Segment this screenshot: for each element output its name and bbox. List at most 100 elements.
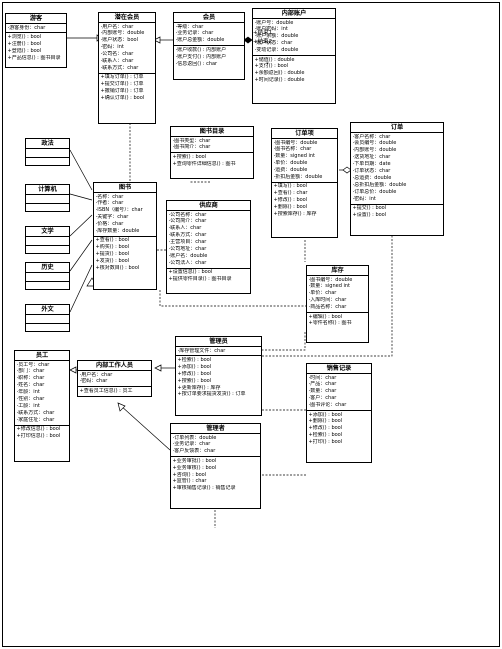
class-title: 政法 <box>26 139 69 149</box>
attribute-section: -用户名：char-内部账号：double-账户状态：bool-密码：int-公… <box>99 23 155 74</box>
method-row: +注册() : bool <box>7 40 42 47</box>
attribute-row: -客户：char <box>308 395 337 402</box>
method-row: +填写订单() : 订单 <box>100 74 144 81</box>
class-title: 内部账户 <box>253 9 335 19</box>
method-row: +撤销订单() : 订单 <box>100 88 144 95</box>
method-section: +查看员工信息() : 员工 <box>78 387 151 395</box>
method-row: +提货() : bool <box>95 251 130 258</box>
attribute-section: -时间：char-产品：char-数量：char-客户：char-图书评论：ch… <box>307 374 371 412</box>
method-section: +添加() : bool+删除() : bool+修改() : bool+检索(… <box>307 411 371 447</box>
method-section: +搜索() : bool+查询零件详细信息() : 图书 <box>171 153 253 168</box>
class-inventory: 库存-图书编号：double-数量：signed int-单价：char-入库时… <box>306 265 369 343</box>
association-arrow-employee <box>69 366 77 374</box>
method-row: +储值() : double <box>254 56 295 63</box>
attribute-row: -库存数量：double <box>95 228 140 235</box>
class-foreign: 外文 <box>25 304 70 332</box>
method-row: +打印信息() : bool <box>16 433 61 440</box>
class-title: 文学 <box>26 227 69 237</box>
attribute-row: -折扣后金额：double <box>273 174 323 181</box>
class-title: 订单项 <box>272 129 337 139</box>
attribute-row: -公司地址：char <box>168 246 207 253</box>
category-link-literature <box>69 214 93 237</box>
attribute-section: -公司名称：char-公司简介：char-联系人：char-联系方式：char-… <box>167 211 250 269</box>
method-row: +搜索() : bool <box>172 153 207 160</box>
attribute-row: -订单总价：double <box>352 188 397 195</box>
generalization-arrow-administrator <box>117 402 126 412</box>
attribute-row: -订单状态：char <box>352 168 391 175</box>
attribute-section: -员工号：char-部门：char-职称：char-姓名：char-年龄：int… <box>15 361 69 426</box>
method-row: +修改信息() : bool <box>16 426 61 433</box>
method-row: -信息返回() : char <box>175 60 218 67</box>
method-section <box>26 324 69 332</box>
method-row: +查看员工信息() : 员工 <box>79 387 133 394</box>
attribute-section: -客户名称：char-会员编号：double-内部账号：double-送货地址：… <box>351 133 443 205</box>
method-row: +零件名称() : 图书 <box>308 320 352 327</box>
category-link-foreign <box>69 264 93 313</box>
class-title: 员工 <box>15 351 69 361</box>
attribute-row: -ISBN（编号）：char <box>95 207 143 214</box>
attribute-row: -图书简介：char <box>172 144 211 151</box>
method-row: +搜索库存() : 库存 <box>273 211 317 218</box>
attribute-row: -送货地址：char <box>352 154 391 161</box>
attribute-row: -公司名称：char <box>168 211 207 218</box>
attribute-row: -联系方式：char <box>16 409 55 416</box>
method-section: +编辑() : bool+零件名称() : 图书 <box>307 313 368 328</box>
class-title: 会员 <box>174 13 244 23</box>
method-row: +删除() : bool <box>308 418 343 425</box>
attribute-section <box>26 237 69 246</box>
method-row: +打印() : bool <box>308 439 343 446</box>
method-section: +设置信息() : bool+提供零件目录() : 图书目录 <box>167 269 250 284</box>
generalization-administrator <box>119 404 171 451</box>
attribute-row: -部门：char <box>16 368 45 375</box>
method-section: +查看() : bool+购买() : bool+提货() : bool+发货(… <box>94 237 156 273</box>
attribute-row: -姓名：char <box>16 382 45 389</box>
method-row: +修改() : bool <box>177 370 212 377</box>
class-member: 会员-等级：char-业务记录：char-账户总金额：double-账户收款()… <box>173 12 245 80</box>
class-title: 历史 <box>26 263 69 273</box>
class-title: 管理者 <box>171 424 260 434</box>
class-title: 游客 <box>6 14 66 24</box>
method-section: +提交() : bool+设置() : bool <box>351 205 443 220</box>
attribute-row: -客户名称：char <box>352 133 391 140</box>
attribute-section: -订单列表：double-业务记录：char-客户反馈表：char <box>171 434 260 458</box>
method-row: +浏览() : bool <box>7 33 42 40</box>
attribute-section: -库存管理文件：char <box>176 347 261 357</box>
attribute-section <box>26 195 69 204</box>
method-row: +核对数目() : bool <box>95 265 140 272</box>
method-row: -账户支付() : 内部账户 <box>175 53 227 60</box>
method-row: +业务审批() : bool <box>172 457 217 464</box>
method-row: +登陆() : bool <box>7 47 42 54</box>
attribute-row: -员工号：char <box>16 361 50 368</box>
attribute-row: -数量：signed int <box>273 153 316 160</box>
attribute-row: -内部账号：double <box>100 30 145 37</box>
class-staff: 内部工作人员-用户名：char-密码：char+查看员工信息() : 员工 <box>77 360 152 397</box>
attribute-row: -关键字：char <box>95 214 129 221</box>
attribute-row: -用户名：char <box>79 371 113 378</box>
attribute-section: -名称：char-作者：char-ISBN（编号）：char-关键字：char-… <box>94 193 156 237</box>
method-row: +支付() : bool <box>254 63 289 70</box>
attribute-row: -主营项目：char <box>168 239 207 246</box>
attribute-row: -职称：char <box>16 375 45 382</box>
class-catalog: 图书目录-图书类型：char-图书简介：char+搜索() : bool+查询零… <box>170 126 254 179</box>
attribute-row: -用户名：char <box>100 23 134 30</box>
method-section <box>26 158 69 166</box>
attribute-section: -图书编号：double-数量：signed int-单价：char-入库时间：… <box>307 276 368 314</box>
attribute-row: -客户反馈表：char <box>172 448 216 455</box>
association-role-1: +结束1 <box>253 30 273 36</box>
class-guest: 游客-游客身份：char+浏览() : bool+注册() : bool+登陆(… <box>5 13 67 68</box>
method-row: +编辑() : bool <box>308 313 343 320</box>
class-title: 内部工作人员 <box>78 361 151 371</box>
attribute-row: -总折扣后金额：double <box>352 181 407 188</box>
method-row: +审核销售记录() : 销售记录 <box>172 485 236 492</box>
class-title: 图书目录 <box>171 127 253 137</box>
attribute-row: -会员编号：double <box>352 140 397 147</box>
method-row: +余额返回() : double <box>254 70 305 77</box>
attribute-row: -联系人：char <box>100 58 134 65</box>
association-role-2: +结束2 <box>253 39 273 45</box>
class-history: 历史 <box>25 262 70 290</box>
attribute-row: -运费：double <box>273 167 308 174</box>
dep-order-manager <box>262 232 393 357</box>
method-row: +确认订单() : bool <box>100 95 145 102</box>
attribute-row: -总运费：double <box>352 174 392 181</box>
generalization-arrow-manager <box>154 364 162 372</box>
